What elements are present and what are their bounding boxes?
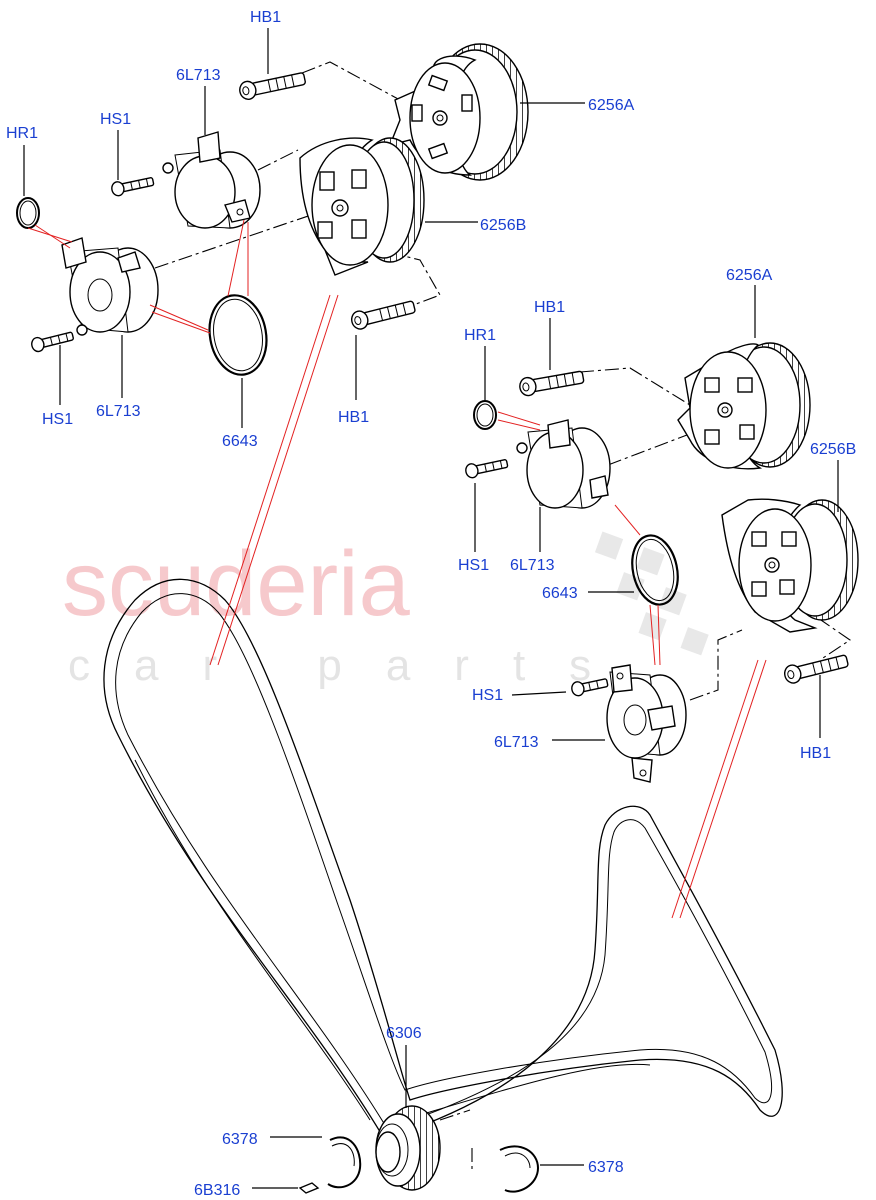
circlip-6378-left <box>327 1136 362 1189</box>
crank-sprocket-6306 <box>375 1105 441 1191</box>
label-hr1-left: HR1 <box>6 125 38 142</box>
solenoid-6l713-right <box>516 419 611 509</box>
label-6l713-top: 6L713 <box>176 67 221 84</box>
ring-hr1-right <box>473 400 497 430</box>
bolt-hb1-right-upper <box>519 370 585 397</box>
alignment-line-6l713-top <box>257 149 299 171</box>
cam-sprocket-6256b-top <box>299 137 425 276</box>
bolt-hb1-right-low <box>784 654 849 684</box>
cam-sprocket-6256a-right <box>677 342 811 470</box>
part-labels: HB1 6L713 HS1 HR1 6256A 6256B HS1 6L713 … <box>6 9 856 1199</box>
label-hb1-top: HB1 <box>250 9 281 26</box>
label-hb1-right-upper: HB1 <box>534 299 565 316</box>
label-6l713-right: 6L713 <box>510 557 555 574</box>
solenoid-6l713-left <box>61 237 159 336</box>
alignment-line-crank <box>439 1109 473 1170</box>
label-6378-right: 6378 <box>588 1159 624 1176</box>
label-6l713-right-low: 6L713 <box>494 734 539 751</box>
bolt-hs1-right-low <box>571 678 609 697</box>
cam-sprocket-6256b-right <box>721 498 859 633</box>
bolt-hs1-left <box>31 331 74 353</box>
label-6378-left: 6378 <box>222 1131 258 1148</box>
label-hr1-right: HR1 <box>464 327 496 344</box>
label-hb1-right-low: HB1 <box>800 745 831 762</box>
label-hs1-left: HS1 <box>42 411 73 428</box>
label-6256b-top: 6256B <box>480 217 526 234</box>
label-6256a-right: 6256A <box>726 267 773 284</box>
label-6306: 6306 <box>386 1025 422 1042</box>
alignment-line-hb1-right <box>579 367 691 406</box>
leader-lines <box>23 28 839 1189</box>
seal-6643-left <box>208 294 268 376</box>
timing-belt <box>103 578 783 1136</box>
alignment-line-hb1-right-low <box>817 617 851 661</box>
seal-6643-right <box>631 534 679 606</box>
label-hs1-right: HS1 <box>458 557 489 574</box>
bolt-hs1-right <box>465 459 509 479</box>
label-6b316: 6B316 <box>194 1182 240 1199</box>
red-guide-lines <box>27 219 767 919</box>
label-6256a-top: 6256A <box>588 97 635 114</box>
bolt-hb1-top <box>239 72 306 100</box>
watermark: scuderia car parts <box>62 531 709 690</box>
bolt-hb1-mid <box>351 300 416 330</box>
label-6l713-left: 6L713 <box>96 403 141 420</box>
bolt-hs1-top <box>111 177 155 197</box>
circlip-6378-right <box>499 1145 540 1193</box>
alignment-line-6l713-right-low <box>689 629 743 701</box>
ring-hr1-left <box>16 197 40 229</box>
cam-sprocket-6256a-top <box>388 43 529 181</box>
solenoid-6l713-right-low <box>606 664 687 783</box>
label-hb1-mid: HB1 <box>338 409 369 426</box>
watermark-checker-flag <box>594 531 709 656</box>
label-6256b-right: 6256B <box>810 441 856 458</box>
label-6643-left: 6643 <box>222 433 258 450</box>
label-hs1-right-low: HS1 <box>472 687 503 704</box>
alignment-line-hb1-top <box>301 61 401 101</box>
alignment-line-6l713-right <box>607 429 701 466</box>
label-hs1-top: HS1 <box>100 111 131 128</box>
label-6643-right: 6643 <box>542 585 578 602</box>
solenoid-6l713-top <box>162 131 261 229</box>
key-6b316 <box>298 1182 320 1194</box>
watermark-tagline: car parts <box>68 641 635 690</box>
alignment-line-6l713-left <box>154 211 321 269</box>
